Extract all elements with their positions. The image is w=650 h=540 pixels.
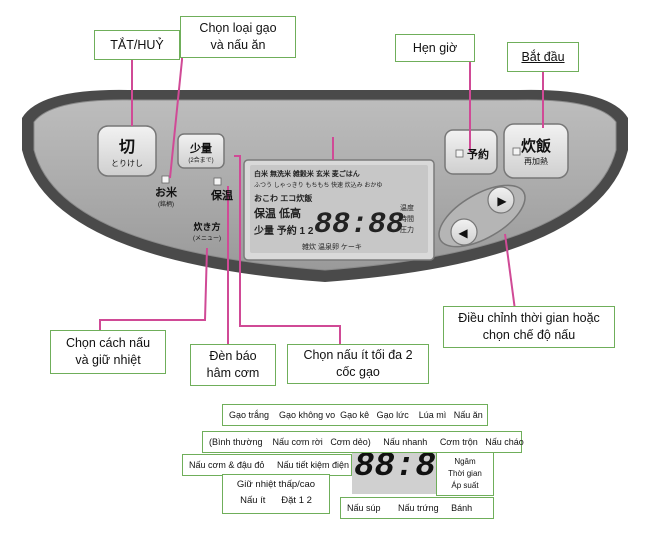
- callout-start-text: Bắt đầu: [521, 49, 565, 64]
- method-button-sub: (メニュー): [193, 235, 221, 242]
- timer-button-label: 予約: [467, 147, 489, 161]
- callout-timer: Hẹn giờ: [395, 34, 475, 62]
- callout-small-amount-text: Chọn nấu ít tối đa 2 cốc gạo: [303, 348, 413, 379]
- legend-item: Gạo không vo: [279, 410, 336, 420]
- legend-item: Gạo kê: [340, 410, 370, 420]
- legend-row3: Nấu cơm & đậu đỏ Nấu tiết kiệm điện: [182, 454, 352, 476]
- legend-right-item: Thời gian: [448, 469, 482, 478]
- arrow-right-icon: ▶: [497, 194, 507, 208]
- arrow-left-button: [450, 218, 478, 246]
- lcd-row3b: 保温 低高: [253, 206, 301, 220]
- method-button-label: 炊き方: [193, 221, 220, 232]
- legend-row5: Nấu súp Nấu trứng Bánh: [340, 497, 494, 519]
- legend-item: Lúa mì: [418, 410, 447, 420]
- callout-keep-warm-lamp: Đèn báo hâm cơm: [190, 344, 276, 386]
- callout-keep-warm-lamp-text: Đèn báo hâm cơm: [206, 349, 260, 380]
- keep-warm-label: 保温: [210, 188, 233, 202]
- lcd-screen: [250, 165, 428, 253]
- legend-item: Nấu tiết kiệm điện: [276, 460, 350, 470]
- legend-row2: (Bình thường Nấu cơm rời Cơm dẻo) Nấu nh…: [202, 431, 524, 453]
- callout-cooking-method-text: Chọn cách nấu và giữ nhiệt: [65, 336, 151, 367]
- callout-rice-type: Chọn loại gạo và nấu ăn: [180, 16, 296, 58]
- small-button-sub: (2合まで): [188, 156, 213, 164]
- legend-item: (Bình thường: [209, 437, 263, 447]
- leader-small: [234, 155, 341, 346]
- legend-item: Gạo lức: [376, 410, 409, 420]
- legend-item: Nấu cơm rời: [272, 437, 323, 447]
- leader-adjust: [504, 233, 516, 311]
- start-lamp: [512, 147, 521, 156]
- legend-row4b: Nấu ít Đặt 1 2: [240, 495, 312, 506]
- keep-warm-lamp: [213, 177, 222, 186]
- lcd-digits: 88:88: [314, 208, 404, 242]
- callout-start: Bắt đầu: [507, 42, 579, 72]
- lcd-row2: ふつう しゃっきり もちもち 快速 炊込み おかゆ: [254, 181, 382, 189]
- lcd-row3c: 少量 予約 1 2: [253, 224, 314, 237]
- callout-off-cancel-text: TẮT/HUỶ: [110, 37, 164, 52]
- callout-timer-text: Hẹn giờ: [412, 40, 458, 55]
- rice-button-label: お米: [155, 185, 178, 199]
- arrow-left-icon: ◀: [458, 226, 468, 240]
- legend-row4a: Giữ nhiệt thấp/cao: [236, 479, 316, 490]
- legend-right-item: Ngâm: [454, 457, 476, 466]
- off-button-label: 切: [119, 138, 135, 156]
- legend-item: Gạo trắng: [229, 410, 270, 420]
- timer-lamp: [455, 149, 464, 158]
- lcd-right-1: 時間: [400, 215, 414, 223]
- start-button-shape: [503, 123, 569, 179]
- lcd-bottom: 雑炊 温泉卵 ケーキ: [302, 242, 362, 251]
- lcd-right-0: 温度: [400, 203, 414, 212]
- off-button-shape: [97, 125, 157, 177]
- small-button-shape: [177, 133, 225, 169]
- legend-item: Cơm trộn: [439, 437, 478, 447]
- legend-item: Cơm dẻo): [330, 437, 371, 447]
- legend-lcd-fragment: [352, 446, 442, 494]
- legend-item: Nấu súp: [347, 503, 381, 513]
- callout-adjust-time: Điều chỉnh thời gian hoặc chọn chế độ nấ…: [443, 306, 615, 348]
- legend-row4: Giữ nhiệt thấp/cao Nấu ít Đặt 1 2: [222, 474, 330, 514]
- legend-item: Bánh: [451, 503, 473, 513]
- callout-off-cancel: TẮT/HUỶ: [94, 30, 180, 60]
- callout-cooking-method: Chọn cách nấu và giữ nhiệt: [50, 330, 166, 374]
- rice-button-sub: (銘柄): [158, 200, 174, 208]
- legend-right-item: Áp suất: [451, 481, 479, 490]
- callout-small-amount: Chọn nấu ít tối đa 2 cốc gạo: [287, 344, 429, 384]
- leader-method: [99, 247, 208, 330]
- arrow-right-button: [487, 186, 515, 214]
- lcd-right-2: 圧力: [400, 225, 414, 234]
- start-button-label: 炊飯: [521, 137, 551, 155]
- lcd-row1: 白米 無洗米 雑穀米 玄米 麦ごはん: [254, 169, 360, 178]
- legend-item: Nấu cháo: [485, 437, 524, 447]
- legend-item: Nấu nhanh: [383, 437, 428, 447]
- legend-row1: Gạo trắng Gạo không vo Gạo kê Gạo lức Lú…: [222, 404, 488, 426]
- legend-item: Nấu cơm & đậu đỏ: [189, 460, 265, 470]
- callout-adjust-time-text: Điều chỉnh thời gian hoặc chọn chế độ nấ…: [458, 311, 600, 342]
- legend-item: Nấu ăn: [453, 410, 483, 420]
- legend-item: Nấu trứng: [398, 503, 439, 513]
- callout-rice-type-text: Chọn loại gạo và nấu ăn: [199, 21, 277, 52]
- rice-lamp: [161, 175, 170, 184]
- off-button-sub: とりけし: [111, 159, 143, 168]
- small-button-label: 少量: [189, 141, 212, 155]
- start-button-sub: 再加熱: [524, 156, 548, 166]
- legend-right-box: Ngâm Thời gian Áp suất: [436, 452, 494, 496]
- lcd-row3a: おこわ エコ炊飯: [254, 193, 312, 203]
